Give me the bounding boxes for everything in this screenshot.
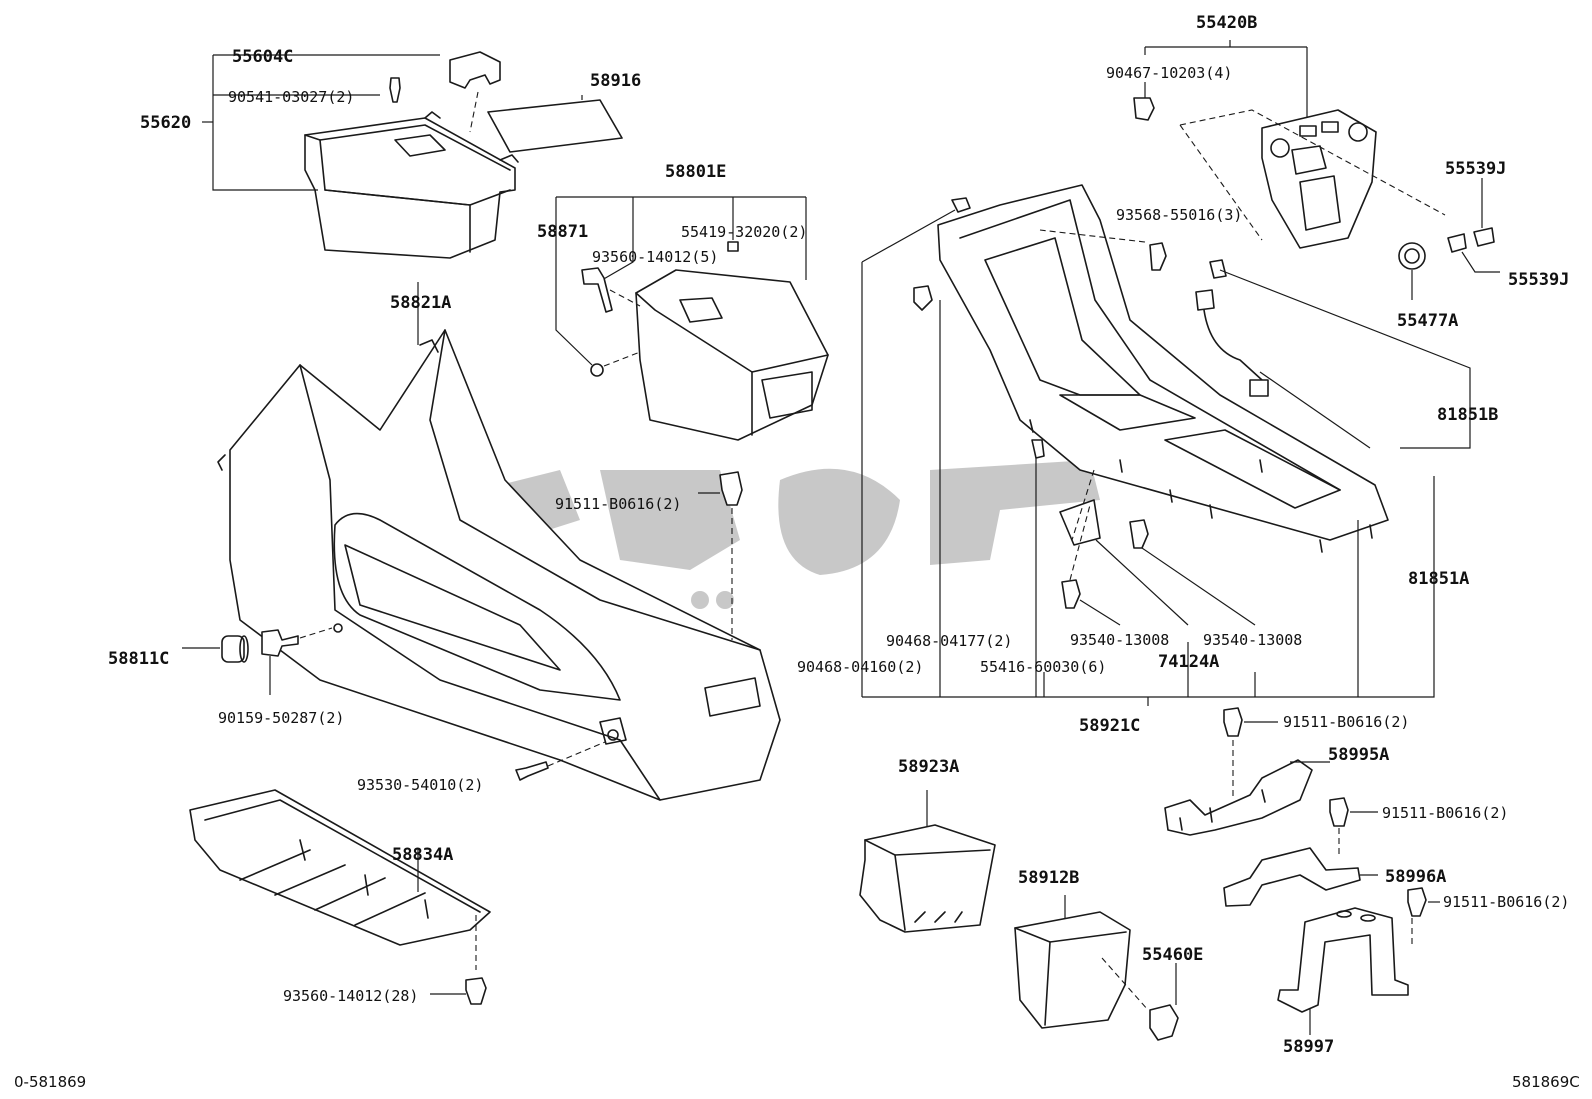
label-55539J-top: 55539J	[1445, 159, 1506, 179]
label-81851B: 81851B	[1437, 405, 1498, 425]
screw-91511-c	[1329, 797, 1349, 827]
screw-93540-2	[1129, 519, 1149, 549]
label-55477A: 55477A	[1397, 311, 1458, 331]
cap-58811C	[221, 635, 249, 663]
screw-93560-5	[581, 267, 613, 313]
label-58912B: 58912B	[1018, 868, 1079, 888]
label-55420B: 55420B	[1196, 13, 1257, 33]
clip-90468-04160	[951, 197, 971, 213]
label-55539J-bottom: 55539J	[1508, 270, 1569, 290]
footer-left-code: 0-581869	[14, 1073, 86, 1091]
bezel-55420B	[1261, 109, 1377, 249]
bracket-74124A	[1059, 499, 1101, 546]
label-58834A: 58834A	[392, 845, 453, 865]
label-91511-b0616-c: 91511-B0616(2)	[1382, 804, 1508, 822]
label-58811C: 58811C	[108, 649, 169, 669]
label-93560-14012-28: 93560-14012(28)	[283, 987, 418, 1005]
label-90467-10203: 90467-10203(4)	[1106, 64, 1232, 82]
screw-91511-b	[1223, 707, 1243, 737]
label-93540-13008-1: 93540-13008	[1070, 631, 1169, 649]
label-93568-55016: 93568-55016(3)	[1116, 206, 1242, 224]
label-58997: 58997	[1283, 1037, 1334, 1057]
clip-90468-04177	[913, 285, 933, 311]
screw-93540-1	[1061, 579, 1081, 609]
mat-58916	[487, 99, 623, 153]
label-55604C: 55604C	[232, 47, 293, 67]
label-58921C: 58921C	[1079, 716, 1140, 736]
label-74124A: 74124A	[1158, 652, 1219, 672]
wire-81851B	[1195, 259, 1269, 397]
label-58923A: 58923A	[898, 757, 959, 777]
storage-box-55620	[304, 111, 519, 259]
label-91511-b0616-a: 91511-B0616(2)	[555, 495, 681, 513]
label-55460E: 55460E	[1142, 945, 1203, 965]
label-55416-60030: 55416-60030(6)	[980, 658, 1106, 676]
label-58821A: 58821A	[390, 293, 451, 313]
box-58912B	[1014, 911, 1131, 1029]
footer-right-code: 581869C	[1512, 1073, 1580, 1091]
screw-93530	[515, 761, 549, 781]
label-58801E: 58801E	[665, 162, 726, 182]
plug-55539J-2	[1473, 227, 1495, 247]
screw-93568	[1149, 242, 1167, 271]
clip-58871	[590, 363, 604, 377]
label-58996A: 58996A	[1385, 867, 1446, 887]
screw-91511-d	[1407, 887, 1427, 917]
label-93560-14012-5: 93560-14012(5)	[592, 248, 718, 266]
label-55419-32020: 55419-32020(2)	[681, 223, 807, 241]
clip-55604C	[449, 51, 501, 89]
label-90541-03027: 90541-03027(2)	[228, 88, 354, 106]
bracket-58996A	[1223, 847, 1361, 907]
label-90159-50287: 90159-50287(2)	[218, 709, 344, 727]
label-58995A: 58995A	[1328, 745, 1389, 765]
label-58916: 58916	[590, 71, 641, 91]
label-91511-b0616-b: 91511-B0616(2)	[1283, 713, 1409, 731]
box-58801E	[635, 269, 829, 441]
screw-90159	[261, 629, 299, 657]
plug-55539J-1	[1447, 233, 1467, 253]
screw-91511-a	[719, 471, 743, 506]
pocket-58923A	[859, 824, 996, 933]
clip-55460E	[1149, 1004, 1179, 1041]
label-90468-04177: 90468-04177(2)	[886, 632, 1012, 650]
ring-55477A	[1398, 242, 1426, 270]
screw-93560-28	[465, 977, 487, 1005]
clip-55416	[1031, 439, 1045, 459]
label-55620: 55620	[140, 113, 191, 133]
label-58871: 58871	[537, 222, 588, 242]
label-93540-13008-2: 93540-13008	[1203, 631, 1302, 649]
bracket-58995A	[1164, 759, 1313, 836]
upper-console-58921C	[937, 184, 1389, 553]
screw-90541	[389, 77, 401, 103]
bracket-58997	[1277, 907, 1409, 1013]
clip-90467	[1133, 97, 1155, 121]
nut-55419	[727, 241, 739, 252]
tray-58834A	[189, 789, 491, 946]
label-81851A: 81851A	[1408, 569, 1469, 589]
label-93530-54010: 93530-54010(2)	[357, 776, 483, 794]
label-90468-04160: 90468-04160(2)	[797, 658, 923, 676]
label-91511-b0616-d: 91511-B0616(2)	[1443, 893, 1569, 911]
